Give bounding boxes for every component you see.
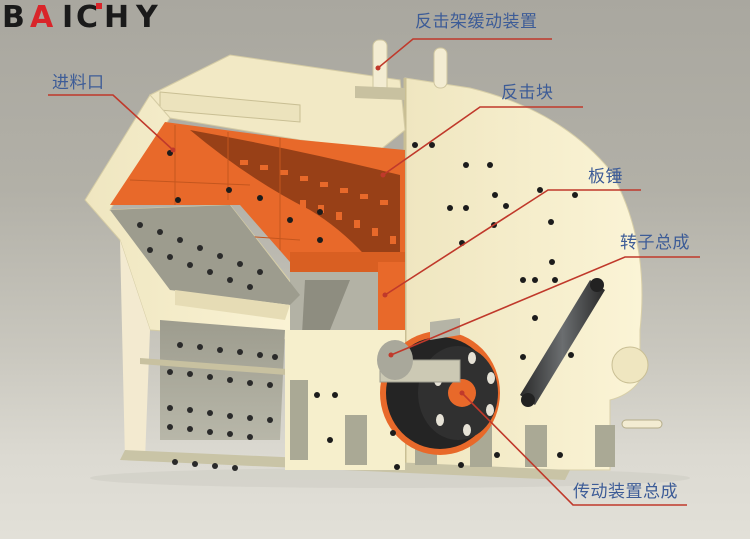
logo-letter-c: C (76, 0, 98, 30)
label-blow-bar: 板锤 (588, 167, 623, 187)
hydraulic-cylinder (520, 278, 605, 407)
logo-letter-h: H (104, 0, 129, 30)
logo-letter-b: B (2, 0, 25, 30)
label-impact-block: 反击块 (501, 83, 554, 103)
logo-letter-i: I (62, 0, 73, 30)
drive-wheel (377, 318, 500, 455)
label-feed-inlet: 进料口 (52, 73, 105, 93)
label-impact-rack-buffer: 反击架缓动装置 (415, 12, 538, 32)
logo-letter-a: A (30, 0, 54, 30)
baichy-logo: B A I C H Y (2, 0, 159, 30)
bolts (167, 142, 578, 470)
logo-accent-mark (96, 3, 102, 9)
logo-letter-y: Y (135, 0, 159, 30)
label-rotor-assembly: 转子总成 (620, 233, 690, 253)
leader-lines (48, 38, 700, 506)
label-drive-assembly: 传动装置总成 (573, 482, 678, 502)
